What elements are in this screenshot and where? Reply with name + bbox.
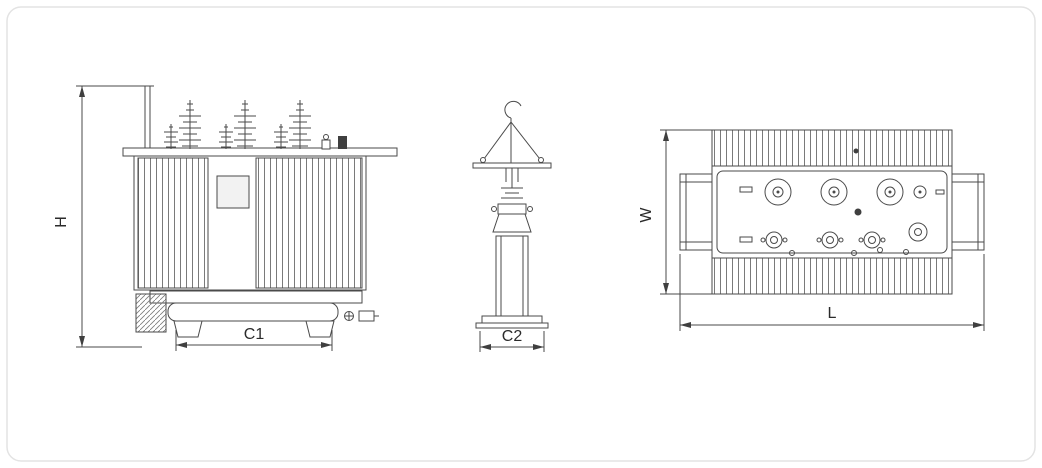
mounting-plate [472,162,552,169]
w-dimension [660,129,714,295]
foot-right [305,320,335,338]
top-pipe [144,86,151,148]
hv-bushing-2 [234,100,256,149]
lv-bushing-3 [274,124,288,149]
base-flange [475,315,549,329]
hv-bushing-top-3 [876,178,904,206]
hv-bushing-top-2 [820,178,848,206]
lifting-hook [504,100,522,119]
l-dimension [679,254,985,331]
drain-valve [344,310,379,322]
rail-right [951,173,985,251]
manhole [908,222,928,242]
c1-dimension [175,330,333,351]
thermometer [321,134,331,150]
tank-body [133,155,367,291]
lv-bushing-top-2 [816,231,844,249]
dim-label-c2: C2 [502,328,523,345]
c2-dimension [479,331,545,352]
lv-bushing-top-1 [760,231,788,249]
radiator-side-hatch [135,293,167,333]
dim-label-h: H [53,216,70,228]
lifting-lug-dot [853,148,859,154]
tap-changer-knob [338,136,347,149]
h-dimension [76,85,154,348]
fins-top [711,129,953,167]
front-view: H [53,85,398,351]
oil-filler-plug [913,185,927,199]
lv-bushing-2 [219,124,233,149]
earthing-point [854,208,862,216]
side-view: C2 [472,100,552,352]
cover-fittings [739,185,945,256]
dim-label-c1: C1 [244,326,265,343]
radiator-fins-right [255,157,363,289]
lv-bushing-1 [164,124,178,149]
bushing-assembly [491,168,533,233]
rail-left [679,173,713,251]
radiator-fins-left [137,157,209,289]
lifting-slings [480,118,544,164]
hv-bushing-1 [179,100,201,149]
tank-top [711,165,953,259]
lv-bushing-top-3 [858,231,886,249]
hv-bushing-top-1 [764,178,792,206]
dim-label-w: W [638,207,655,223]
hv-bushing-3 [289,100,311,149]
tank-cover [122,147,398,157]
foot-left [173,320,203,338]
base-skid [149,290,363,338]
nameplate [216,175,250,209]
top-view: W [638,129,985,331]
support-cylinder [495,235,529,317]
fins-bottom [711,257,953,295]
dim-label-l: L [828,305,837,322]
